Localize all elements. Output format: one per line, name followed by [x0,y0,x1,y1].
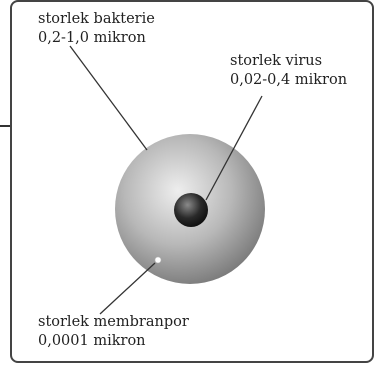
pore-size: 0,0001 mikron [38,333,146,349]
left-tick-mark [0,125,11,127]
bacteria-name: storlek bakterie [38,11,155,27]
bacteria-leader-line [69,45,148,151]
pore-leader-line [99,262,156,315]
membrane-pore-dot [154,256,162,264]
bacteria-size: 0,2-1,0 mikron [38,30,146,46]
bacteria-size-label: storlek bakterie 0,2-1,0 mikron [38,10,155,48]
virus-sphere [174,193,208,227]
pore-size-label: storlek membranpor 0,0001 mikron [38,313,189,351]
virus-leader-line [205,95,263,201]
virus-size-label: storlek virus 0,02-0,4 mikron [230,52,347,90]
pore-name: storlek membranpor [38,314,189,330]
virus-size: 0,02-0,4 mikron [230,72,348,88]
virus-name: storlek virus [230,53,323,69]
